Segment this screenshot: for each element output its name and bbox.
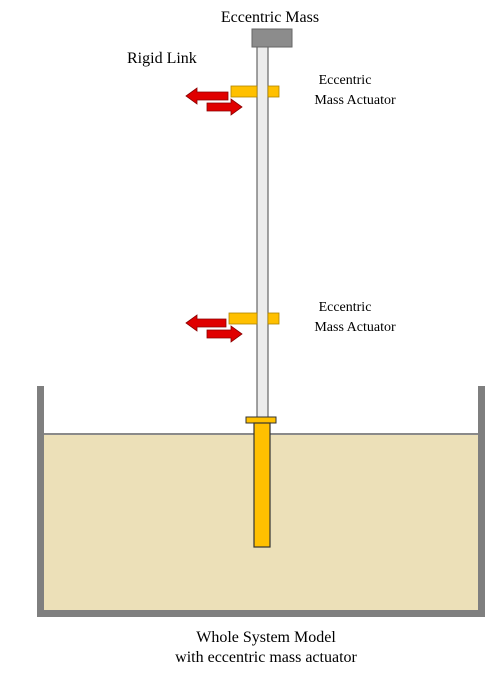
pile-cap: [245, 416, 277, 424]
actuator-upper-right: [267, 85, 280, 98]
actuator-lower-label-line2: Mass Actuator: [314, 320, 396, 335]
arrow-right-icon: [206, 325, 243, 343]
rigid-link-label: Rigid Link: [127, 50, 197, 67]
rigid-link-rod: [256, 45, 269, 422]
caption-line2: with eccentric mass actuator: [175, 649, 357, 666]
caption-line1: Whole System Model: [196, 629, 336, 646]
eccentric-mass-label: Eccentric Mass: [221, 9, 319, 26]
actuator-lower-right: [267, 312, 280, 325]
actuator-upper-label-line1: Eccentric: [319, 73, 372, 88]
actuator-upper-left: [230, 85, 258, 98]
pile: [253, 422, 271, 548]
arrow-left-icon: [185, 314, 227, 332]
eccentric-mass-block: [251, 28, 293, 48]
actuator-lower-left: [228, 312, 258, 325]
arrow-left-icon: [185, 87, 229, 105]
arrow-right-icon: [206, 98, 243, 116]
actuator-upper-label-line2: Mass Actuator: [314, 93, 396, 108]
actuator-lower-label-line1: Eccentric: [319, 300, 372, 315]
